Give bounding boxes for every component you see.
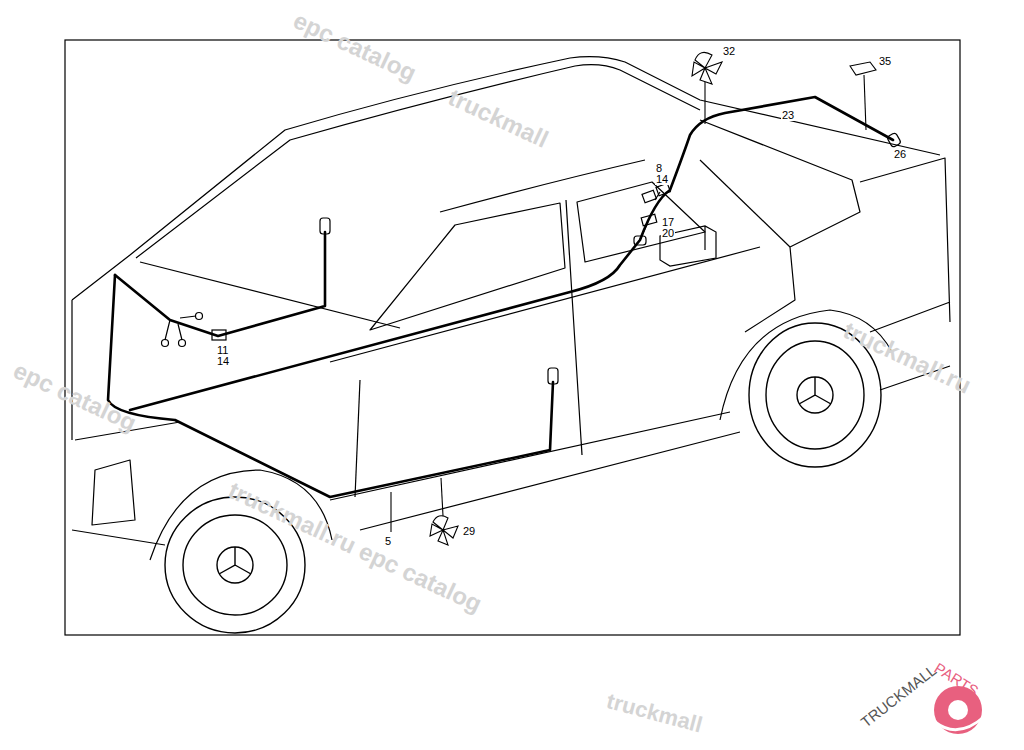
watermark: truckmall [604, 690, 704, 737]
callout-number: 14 [655, 174, 669, 185]
components [391, 52, 876, 545]
watermark: epc catalog [10, 358, 140, 436]
callout-number: 20 [661, 228, 675, 239]
watermark: truckmall.ru [840, 318, 975, 398]
callout-number: 32 [722, 46, 736, 57]
logo-gear [934, 686, 985, 734]
callout-number: 17 [661, 217, 675, 228]
watermark: epc catalog [290, 8, 420, 86]
watermark: truckmall [445, 85, 552, 152]
frame [65, 40, 960, 635]
callout-number: 35 [878, 56, 892, 67]
callout-number: 8 [655, 163, 663, 174]
callout-number: 11 [216, 345, 229, 356]
watermark: truckmall.ru epc catalog [225, 478, 485, 616]
callout-number: 29 [462, 526, 476, 537]
callout-number: 5 [384, 536, 392, 547]
callout-number: 14 [216, 356, 230, 367]
harness-branches [162, 132, 902, 384]
logo-text: TRUCKMALL [858, 662, 939, 730]
callout-number: 26 [893, 149, 907, 160]
wiring-harness [108, 97, 893, 497]
wheels [165, 323, 881, 633]
car-body [72, 57, 950, 560]
callout-number: 23 [781, 110, 795, 121]
logo-text: PARTS [932, 660, 981, 698]
